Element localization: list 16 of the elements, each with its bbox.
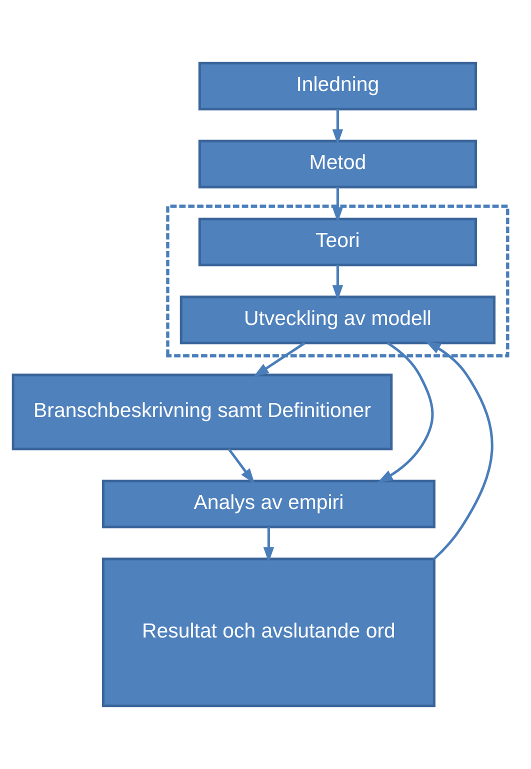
arrow: [263, 527, 274, 562]
node-box: Utveckling av modell: [180, 296, 496, 344]
arrow: [332, 265, 344, 301]
node-box: Metod: [198, 140, 477, 188]
arrow: [332, 109, 344, 145]
node-box: Inledning: [198, 62, 477, 110]
arrow: [228, 448, 255, 484]
arrow: [332, 187, 344, 223]
node-box: Analys av empiri: [102, 480, 436, 528]
arrow: [425, 341, 494, 560]
arrow: [253, 342, 306, 377]
arrow: [377, 342, 434, 483]
node-box: Resultat och avslutande ord: [102, 558, 436, 708]
node-box: Branschbeskrivning samt Definitioner: [12, 374, 393, 450]
node-box: Teori: [198, 218, 477, 266]
cluster: [166, 204, 510, 358]
